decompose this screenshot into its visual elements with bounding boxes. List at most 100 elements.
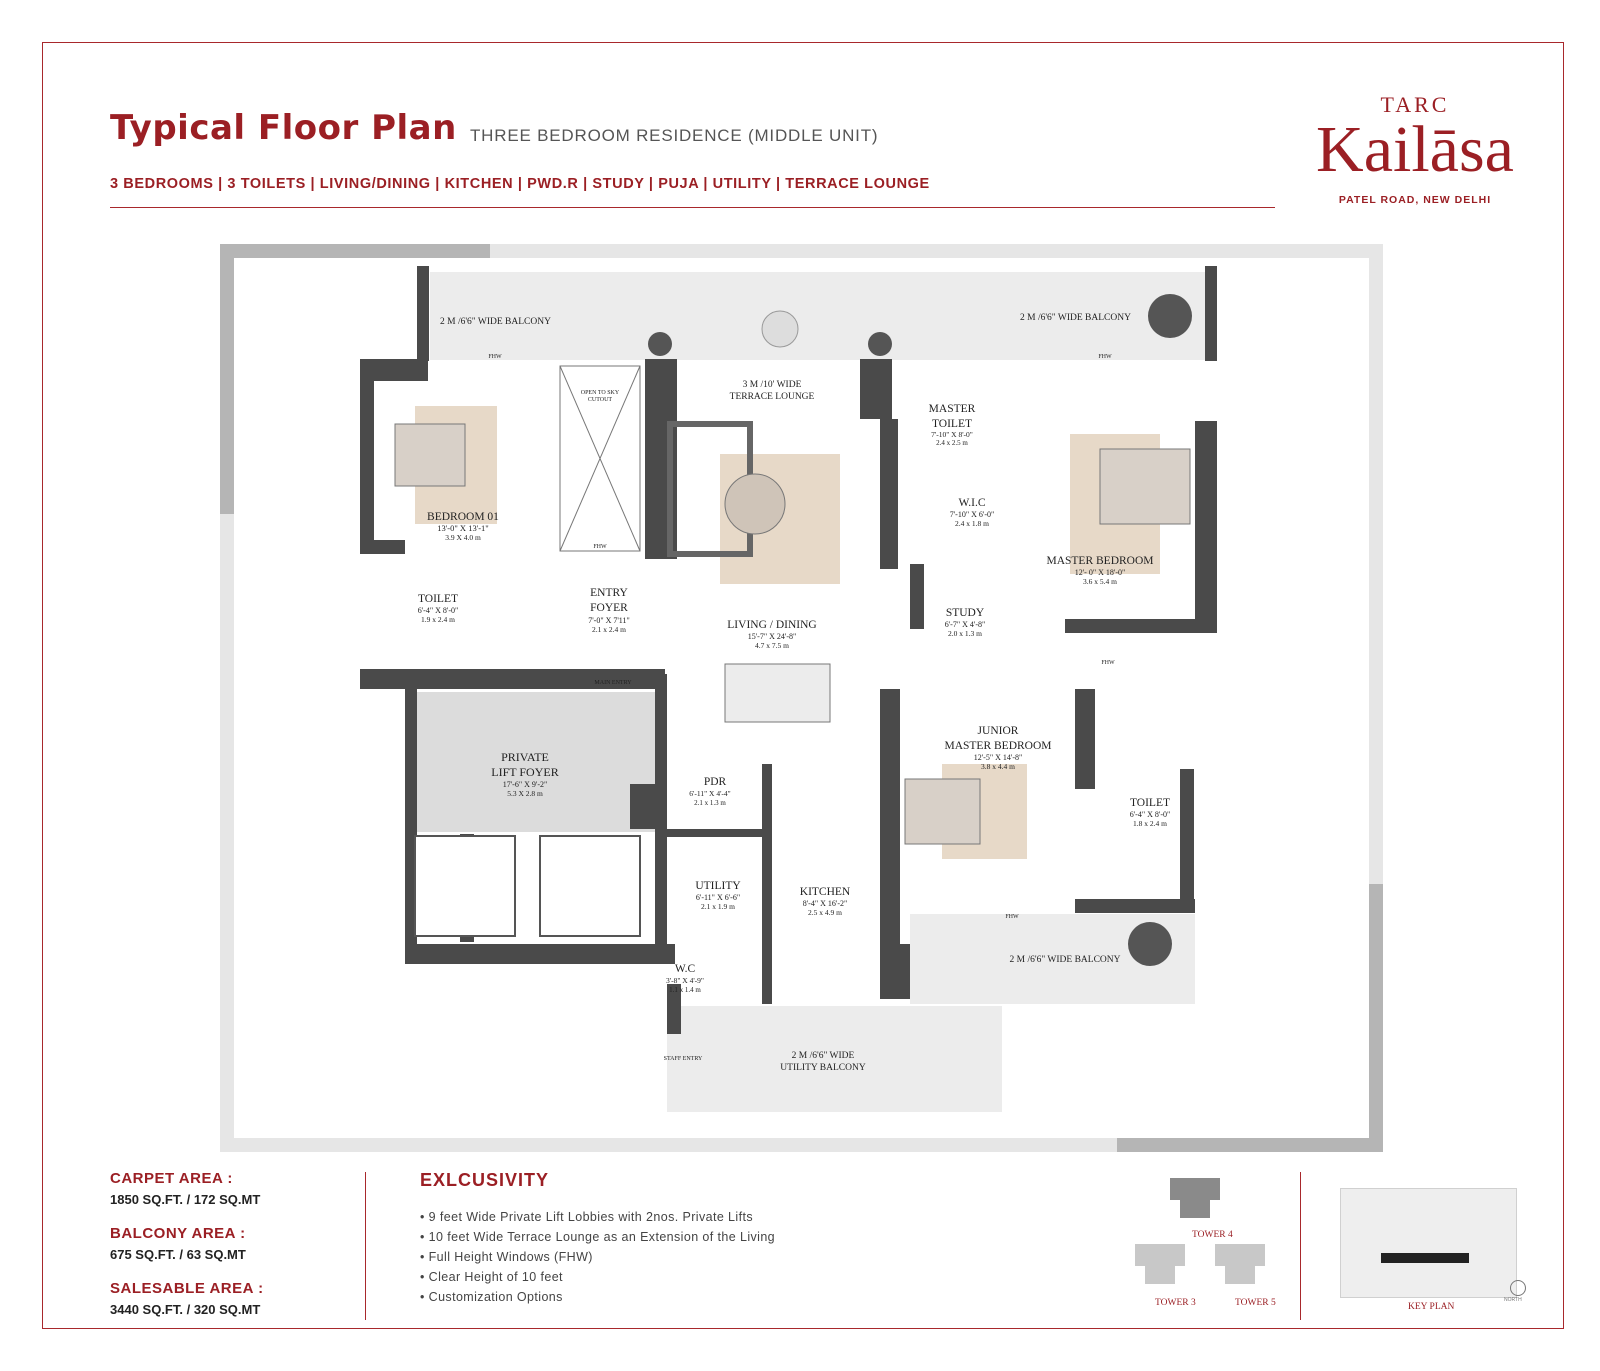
- exclusivity-item: • Clear Height of 10 feet: [420, 1270, 563, 1284]
- label-kitchen-m: 2.5 x 4.9 m: [808, 908, 842, 917]
- label-wic-m: 2.4 x 1.8 m: [955, 519, 989, 528]
- label-kitchen: KITCHEN: [800, 886, 851, 898]
- label-living: LIVING / DINING: [727, 619, 816, 631]
- label-pdr: PDR: [704, 776, 727, 788]
- label-wc-dim: 3'-8" X 4'-9": [666, 976, 704, 985]
- top-balcony: [430, 272, 1215, 360]
- salesable-area-label: SALESABLE AREA :: [110, 1280, 264, 1297]
- label-toilet3-m: 1.8 x 2.4 m: [1133, 819, 1167, 828]
- tower5-shape: [1215, 1244, 1265, 1284]
- tower3-shape: [1135, 1244, 1185, 1284]
- label-living-m: 4.7 x 7.5 m: [755, 641, 789, 650]
- label-living-dim: 15'-7" X 24'-8": [748, 632, 797, 641]
- label-junior: JUNIOR: [978, 725, 1019, 737]
- label-utility: UTILITY: [695, 880, 741, 892]
- label-toilet3-dim: 6'-4" X 8'-0": [1130, 810, 1171, 819]
- exclusivity-item: • Full Height Windows (FHW): [420, 1250, 593, 1264]
- label-study: STUDY: [946, 607, 985, 619]
- label-foyer: FOYER: [590, 602, 628, 614]
- dining-table: [724, 663, 831, 723]
- label-staff-entry: STAFF ENTRY: [664, 1056, 703, 1062]
- features-line: 3 BEDROOMS | 3 TOILETS | LIVING/DINING |…: [110, 176, 930, 192]
- label-master-toilet-m: 2.4 x 2.5 m: [936, 439, 968, 447]
- label-study-dim: 6'-7" X 4'-8": [945, 620, 986, 629]
- label-wc: W.C: [675, 963, 696, 975]
- floor-plan: 2 M /6'6" WIDE BALCONY 2 M /6'6" WIDE BA…: [220, 244, 1383, 1152]
- label-pdr-dim: 6'-11" X 4'-4": [689, 789, 730, 798]
- label-wc-m: 1.1 x 1.4 m: [669, 986, 701, 994]
- open-to-sky-cutout: [559, 365, 641, 552]
- tower4-label: TOWER 4: [1192, 1230, 1233, 1240]
- balcony-area-value: 675 SQ.FT. / 63 SQ.MT: [110, 1247, 246, 1262]
- label-bedroom01-dim: 13'-0" X 13'-1": [437, 523, 489, 533]
- label-balcony-tr: 2 M /6'6" WIDE BALCONY: [1020, 313, 1131, 323]
- carpet-area-label: CARPET AREA :: [110, 1170, 233, 1187]
- terrace-table: [761, 310, 799, 348]
- compass-icon: [1510, 1280, 1526, 1296]
- lift-1: [414, 835, 516, 937]
- key-plan-map: [1340, 1188, 1517, 1298]
- exclusivity-item: • 9 feet Wide Private Lift Lobbies with …: [420, 1210, 753, 1224]
- label-master-bedroom-m: 3.6 x 5.4 m: [1083, 577, 1117, 586]
- label-toilet1-m: 1.9 x 2.4 m: [421, 615, 455, 624]
- page-frame: [42, 42, 1564, 1329]
- label-balcony-tl: 2 M /6'6" WIDE BALCONY: [440, 317, 551, 327]
- label-ubalcony-2: UTILITY BALCONY: [780, 1063, 866, 1073]
- tower5-label: TOWER 5: [1235, 1298, 1276, 1308]
- label-open-sky-2: CUTOUT: [588, 397, 613, 403]
- header-rule: [110, 207, 1275, 208]
- label-master-bedroom: MASTER BEDROOM: [1046, 555, 1153, 567]
- label-open-sky-1: OPEN TO SKY: [581, 390, 620, 396]
- label-lift-foyer: LIFT FOYER: [491, 765, 558, 779]
- tree-icon-4: [1128, 922, 1172, 966]
- walls: [360, 266, 1217, 1034]
- key-plan-highlight: [1381, 1253, 1469, 1263]
- label-entry: ENTRY: [590, 587, 628, 599]
- lift-2: [539, 835, 641, 937]
- label-bedroom01-m: 3.9 X 4.0 m: [445, 533, 481, 542]
- exclusivity-item: • 10 feet Wide Terrace Lounge as an Exte…: [420, 1230, 776, 1244]
- carpet-area-value: 1850 SQ.FT. / 172 SQ.MT: [110, 1192, 261, 1207]
- utility-balcony: [667, 1006, 1002, 1112]
- label-lift-foyer-dim: 17'-6" X 9'-2": [503, 780, 548, 789]
- label-terrace-2: TERRACE LOUNGE: [730, 392, 815, 402]
- label-foyer-dim: 7'-0" X 7'11": [588, 616, 630, 625]
- label-fhw-3: FHW: [593, 544, 607, 550]
- label-master-toilet-2: TOILET: [932, 418, 972, 430]
- lift-foyer-area: [405, 692, 663, 832]
- label-foyer-m: 2.1 x 2.4 m: [592, 625, 626, 634]
- label-ubalcony-1: 2 M /6'6" WIDE: [792, 1051, 855, 1061]
- label-bedroom01: BEDROOM 01: [427, 511, 499, 523]
- label-junior-master: MASTER BEDROOM: [944, 740, 1051, 752]
- page-subtitle: THREE BEDROOM RESIDENCE (MIDDLE UNIT): [470, 126, 879, 145]
- exclusivity-title: EXLCUSIVITY: [420, 1170, 550, 1190]
- key-plan-label: KEY PLAN: [1408, 1302, 1455, 1312]
- brand-location: PATEL ROAD, NEW DELHI: [1338, 194, 1492, 206]
- coffee-table: [724, 473, 786, 535]
- label-private: PRIVATE: [501, 750, 549, 764]
- divider-2: [1300, 1172, 1301, 1320]
- area-summary: CARPET AREA : 1850 SQ.FT. / 172 SQ.MT BA…: [110, 1170, 264, 1317]
- brand-logo: Kailāsa: [1316, 113, 1514, 186]
- tree-icon-2: [648, 332, 672, 356]
- tower-key-diagram: [1135, 1178, 1265, 1284]
- label-main-entry: MAIN ENTRY: [594, 680, 632, 686]
- label-master-toilet-1: MASTER: [929, 403, 976, 415]
- label-kitchen-dim: 8'-4" X 16'-2": [803, 899, 848, 908]
- label-lift-foyer-m: 5.3 X 2.8 m: [507, 789, 543, 798]
- label-junior-dim: 12'-5" X 14'-8": [974, 753, 1023, 762]
- tower4-shape: [1170, 1178, 1220, 1218]
- label-fhw-4: FHW: [1101, 660, 1115, 666]
- floor-plan-drawing: 2 M /6'6" WIDE BALCONY 2 M /6'6" WIDE BA…: [220, 244, 1383, 1152]
- label-balcony-br: 2 M /6'6" WIDE BALCONY: [1010, 955, 1121, 965]
- master-bed: [1099, 448, 1191, 525]
- exclusivity-list: • 9 feet Wide Private Lift Lobbies with …: [420, 1210, 775, 1310]
- label-master-toilet-dim: 7'-10" X 8'-0": [931, 430, 973, 439]
- page-title: Typical Floor Plan: [110, 108, 457, 148]
- label-terrace-1: 3 M /10' WIDE: [743, 380, 802, 390]
- label-utility-dim: 6'-11" X 6'-6": [696, 893, 740, 902]
- balcony-area-label: BALCONY AREA :: [110, 1225, 246, 1242]
- tower3-label: TOWER 3: [1155, 1298, 1196, 1308]
- label-fhw-5: FHW: [1005, 914, 1019, 920]
- bed1-bed: [394, 423, 466, 487]
